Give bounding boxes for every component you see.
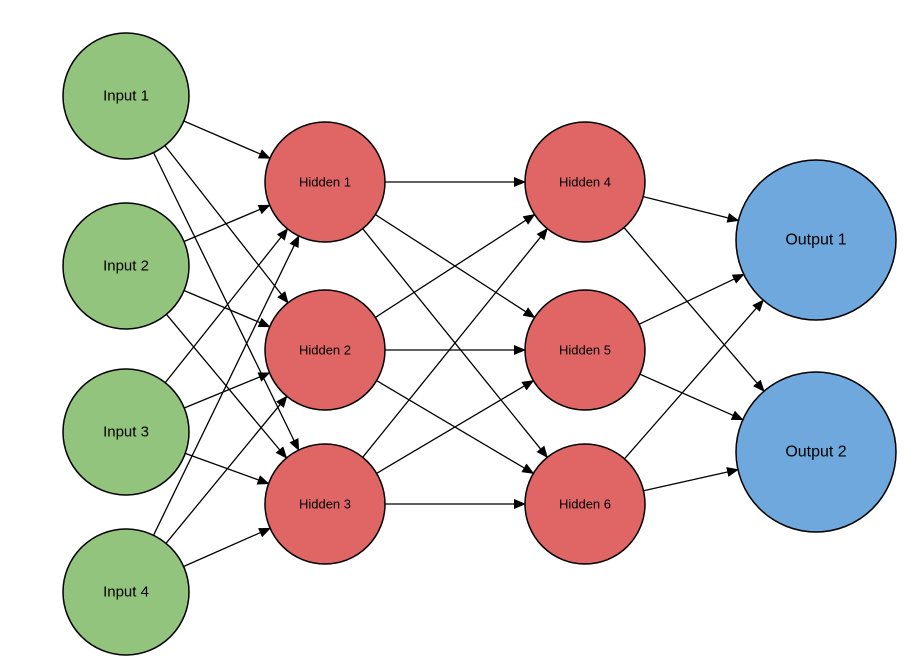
node-input-4: Input 4: [62, 528, 190, 656]
input-3-circle: [62, 368, 190, 496]
edge-hidden-4-to-output-2: [623, 227, 765, 392]
node-hidden-4: Hidden 4: [524, 121, 646, 243]
input-3-label: Input 3: [103, 424, 149, 441]
output-1-circle: [735, 159, 897, 321]
output-2-circle: [735, 371, 897, 533]
edge-input-2-to-hidden-2: [183, 289, 271, 328]
edge-input-3-to-hidden-2: [183, 372, 271, 409]
edge-hidden-4-to-output-1: [643, 195, 740, 223]
input-1-label: Input 1: [103, 88, 149, 105]
nodes: Input 1 Input 2 Input 3 Input 4 Hidden 1 Hidd…: [62, 32, 897, 656]
hidden-2-circle: [264, 289, 386, 411]
node-input-2: Input 2: [62, 202, 190, 330]
edge-input-2-to-hidden-1: [183, 204, 271, 243]
input-1-circle: [62, 32, 190, 160]
edge-hidden-3-to-hidden-4: [362, 227, 548, 458]
node-hidden-2: Hidden 2: [264, 289, 386, 411]
hidden-6-circle: [524, 443, 646, 565]
node-hidden-3: Hidden 3: [264, 443, 386, 565]
edge-input-4-to-hidden-2: [165, 395, 288, 544]
edge-input-4-to-hidden-1: [152, 235, 300, 536]
node-hidden-6: Hidden 6: [524, 443, 646, 565]
edge-input-1-to-hidden-1: [183, 120, 271, 159]
input-2-circle: [62, 202, 190, 330]
node-input-1: Input 1: [62, 32, 190, 160]
edge-hidden-6-to-output-1: [624, 299, 764, 460]
hidden-1-circle: [264, 121, 386, 243]
hidden-5-label: Hidden 5: [559, 343, 611, 358]
edge-hidden-5-to-output-2: [639, 373, 744, 421]
hidden-1-label: Hidden 1: [299, 175, 351, 190]
edge-hidden-6-to-output-2: [643, 467, 739, 492]
hidden-2-label: Hidden 2: [299, 343, 351, 358]
output-2-label: Output 2: [785, 444, 846, 461]
hidden-6-label: Hidden 6: [559, 497, 611, 512]
edge-input-4-to-hidden-3: [183, 527, 272, 568]
node-output-1: Output 1: [735, 159, 897, 321]
input-4-label: Input 4: [103, 584, 149, 601]
node-hidden-1: Hidden 1: [264, 121, 386, 243]
edge-input-3-to-hidden-1: [164, 228, 289, 384]
hidden-4-label: Hidden 4: [559, 175, 611, 190]
node-output-2: Output 2: [735, 371, 897, 533]
hidden-5-circle: [524, 289, 646, 411]
hidden-4-circle: [524, 121, 646, 243]
node-hidden-5: Hidden 5: [524, 289, 646, 411]
input-2-label: Input 2: [103, 258, 149, 275]
edge-hidden-3-to-hidden-5: [376, 380, 535, 474]
edge-hidden-2-to-hidden-4: [375, 214, 536, 318]
hidden-3-label: Hidden 3: [299, 497, 351, 512]
node-input-3: Input 3: [62, 368, 190, 496]
edge-input-1-to-hidden-3: [153, 152, 300, 451]
hidden-3-circle: [264, 443, 386, 565]
connections: [152, 120, 765, 568]
edge-hidden-5-to-output-1: [638, 273, 745, 325]
output-1-label: Output 1: [785, 232, 846, 249]
input-4-circle: [62, 528, 190, 656]
